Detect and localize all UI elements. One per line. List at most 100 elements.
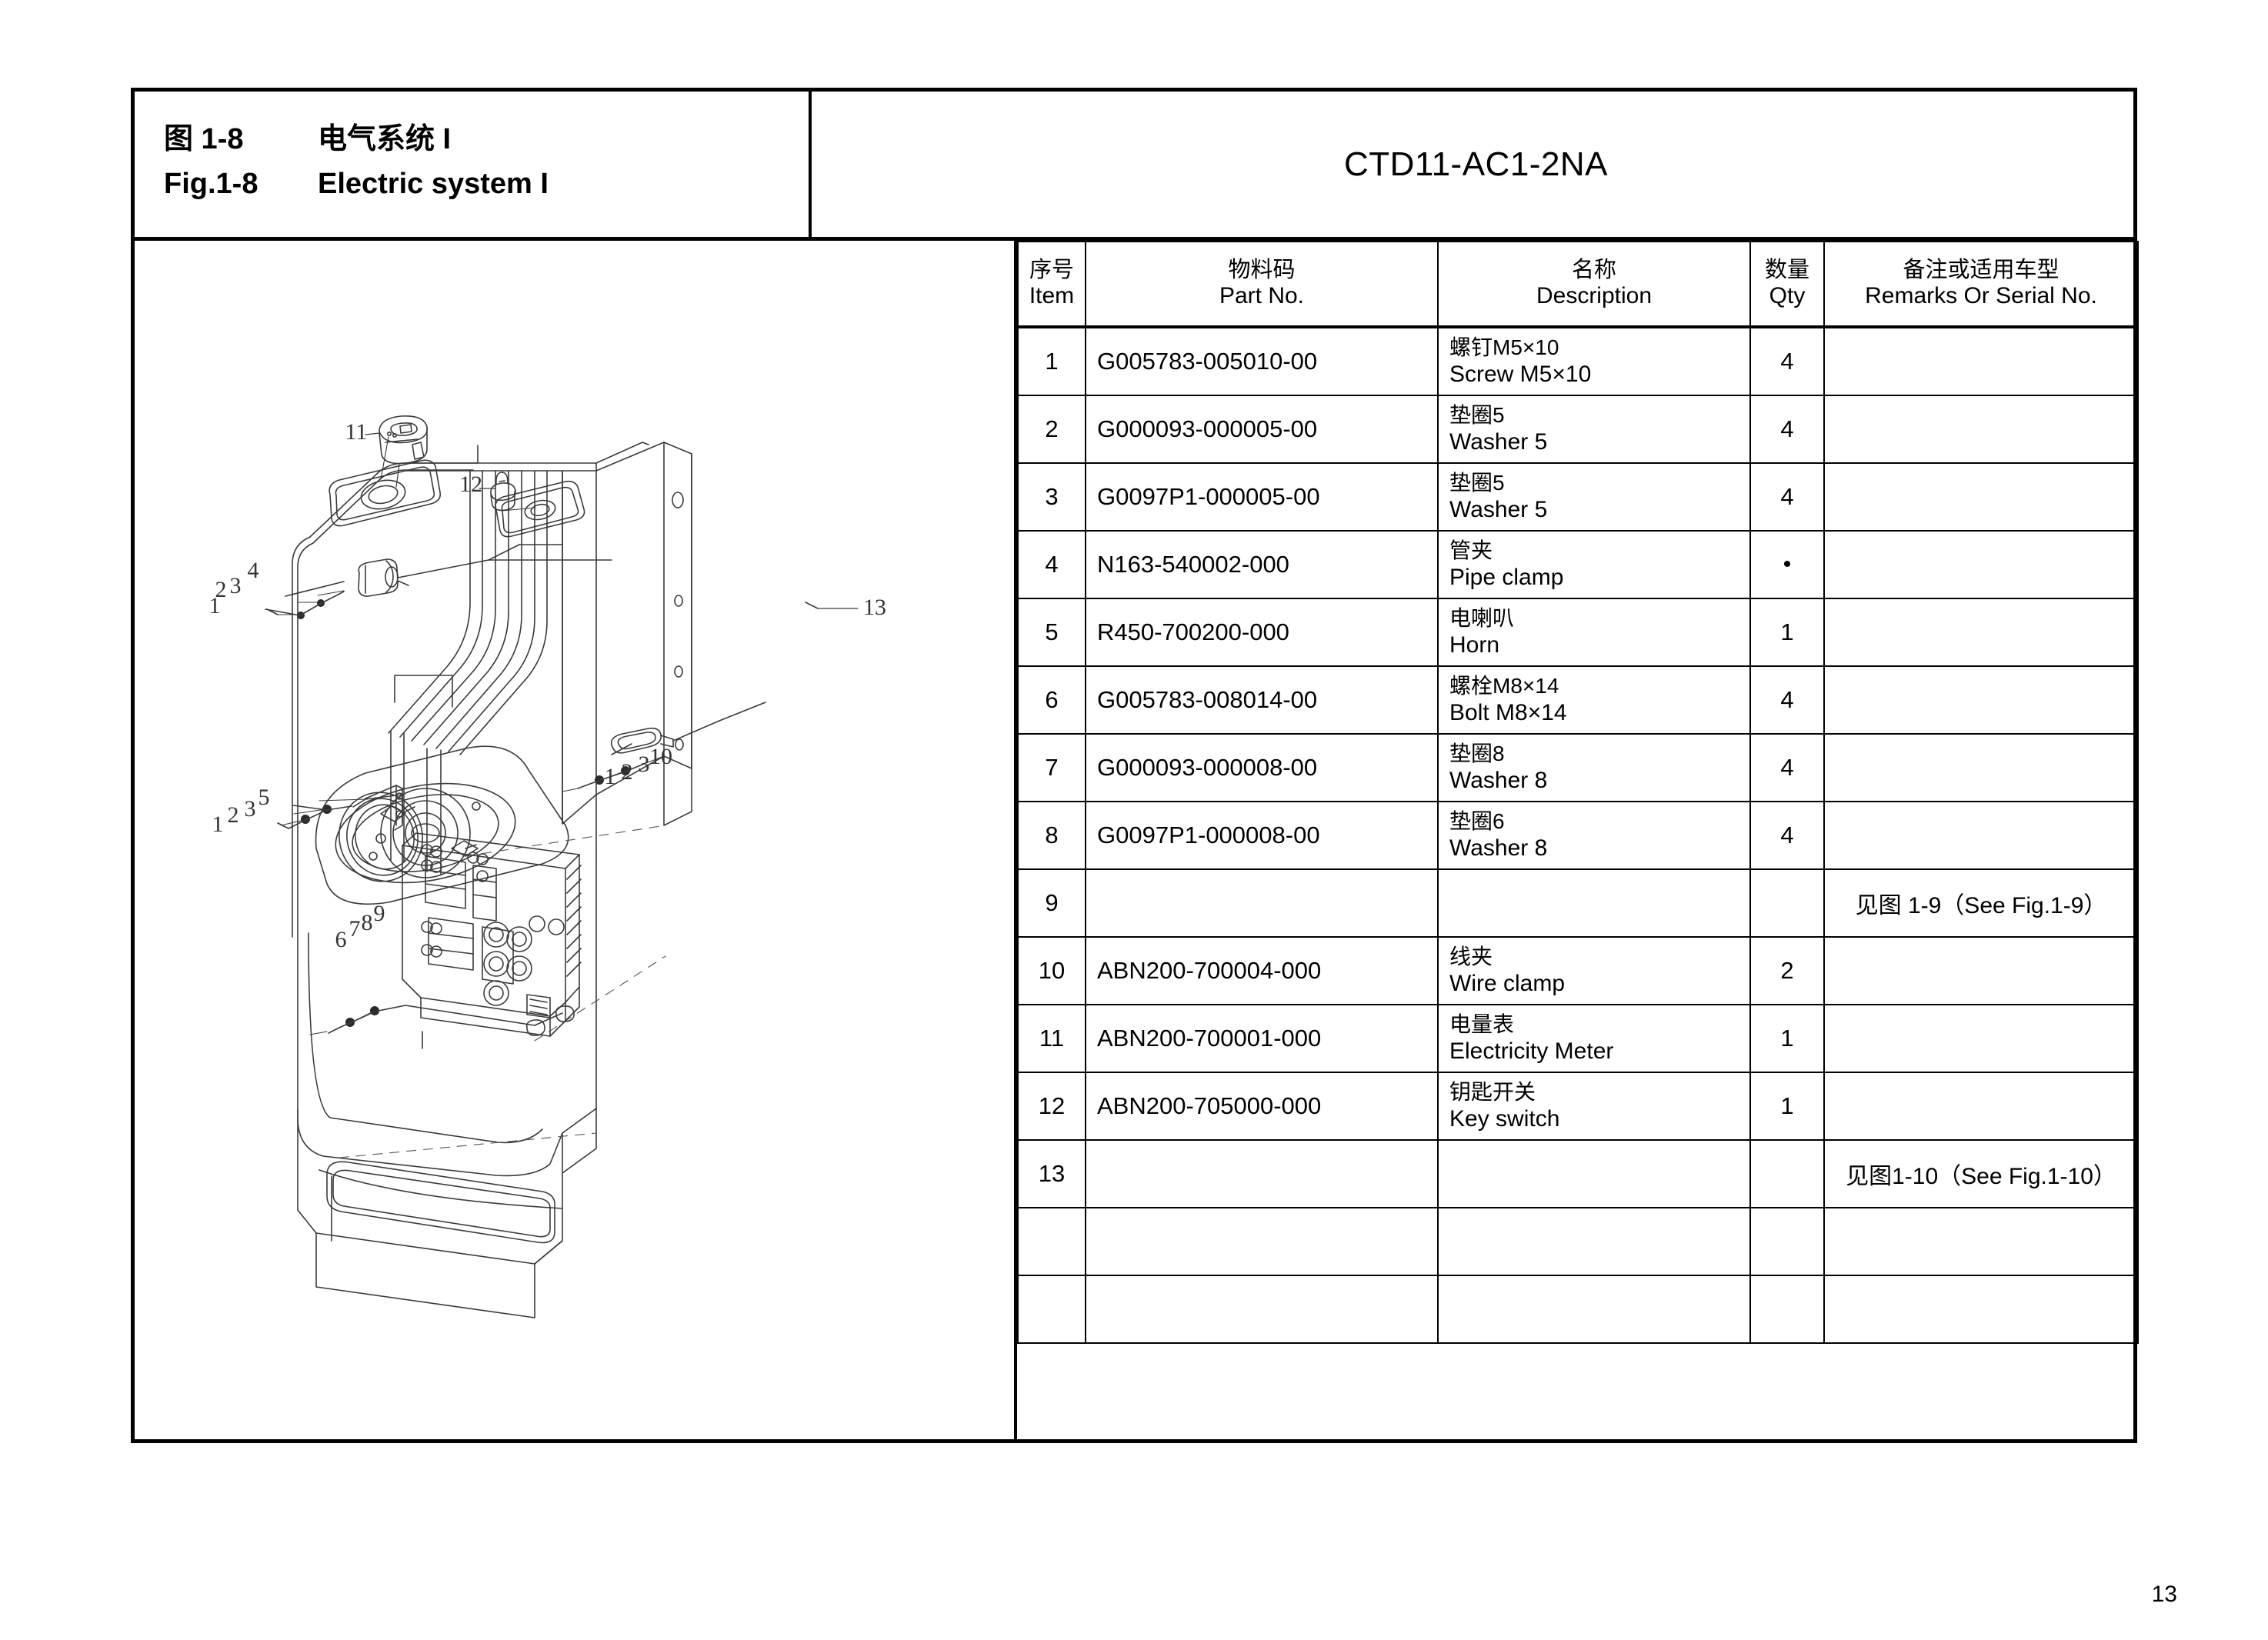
col-header-part-no: 物料码 Part No. — [1085, 241, 1439, 328]
svg-text:1: 1 — [212, 812, 224, 837]
cell-qty: 1 — [1749, 1072, 1825, 1141]
figure-number-en: Fig.1-8 — [164, 168, 258, 200]
cell-item: 4 — [1017, 530, 1086, 599]
cell-part-no: ABN200-700004-000 — [1085, 936, 1439, 1005]
cell-qty: 4 — [1749, 801, 1825, 870]
cell-qty — [1749, 1207, 1825, 1276]
cell-remarks: 见图1-10（See Fig.1-10） — [1823, 1139, 2139, 1208]
cell-item: 6 — [1017, 665, 1086, 735]
cell-part-no — [1085, 868, 1439, 938]
svg-text:13: 13 — [863, 595, 886, 620]
svg-text:2: 2 — [215, 577, 227, 602]
cell-item — [1017, 1275, 1086, 1344]
cell-description — [1437, 1139, 1751, 1208]
cell-item: 1 — [1017, 326, 1086, 396]
cell-part-no: ABN200-705000-000 — [1085, 1072, 1439, 1141]
model-number: CTD11-AC1-2NA — [1343, 145, 1609, 183]
figure-number-cn: 图 1-8 — [164, 123, 244, 155]
cell-remarks — [1823, 1275, 2139, 1344]
cell-remarks — [1823, 462, 2139, 532]
cell-qty: 1 — [1749, 1004, 1825, 1073]
cell-item: 13 — [1017, 1139, 1086, 1208]
col-header-desc-en: Description — [1536, 283, 1653, 309]
cell-remarks — [1823, 733, 2139, 802]
parts-table: 序号 Item 物料码 Part No. 名称 Descriptio — [1017, 241, 2139, 1344]
svg-text:1: 1 — [605, 764, 616, 789]
cell-item: 3 — [1017, 462, 1086, 532]
svg-text:9: 9 — [374, 901, 385, 926]
cell-part-no: G0097P1-000005-00 — [1085, 462, 1439, 532]
col-header-desc-cn: 名称 — [1571, 258, 1616, 283]
svg-text:3: 3 — [639, 752, 650, 777]
cell-part-no — [1085, 1275, 1439, 1344]
svg-text:11: 11 — [345, 419, 368, 445]
cell-qty — [1749, 1139, 1825, 1208]
svg-text:12: 12 — [459, 472, 482, 497]
cell-item — [1017, 1207, 1086, 1276]
cell-remarks — [1823, 665, 2139, 735]
model-block: CTD11-AC1-2NA — [815, 92, 2137, 237]
table-header-row: 序号 Item 物料码 Part No. 名称 Descriptio — [1017, 241, 2139, 328]
cell-qty — [1749, 868, 1825, 938]
page-number: 13 — [2151, 1582, 2177, 1607]
svg-text:10: 10 — [649, 744, 672, 769]
cell-part-no — [1085, 1139, 1439, 1208]
cell-remarks: 见图 1-9（See Fig.1-9） — [1823, 868, 2139, 938]
cell-qty: 4 — [1749, 395, 1825, 464]
table-row: 9 见图 1-9（See Fig.1-9） — [1017, 868, 2139, 938]
cell-qty: • — [1749, 530, 1825, 599]
cell-part-no: G005783-008014-00 — [1085, 665, 1439, 735]
cell-qty: 4 — [1749, 326, 1825, 396]
cell-part-no: G000093-000005-00 — [1085, 395, 1439, 464]
cell-remarks — [1823, 1004, 2139, 1073]
cell-item: 5 — [1017, 598, 1086, 667]
cell-item: 9 — [1017, 868, 1086, 938]
cell-part-no: N163-540002-000 — [1085, 530, 1439, 599]
cell-part-no: R450-700200-000 — [1085, 598, 1439, 667]
cell-item: 2 — [1017, 395, 1086, 464]
cell-item: 7 — [1017, 733, 1086, 802]
svg-text:2: 2 — [622, 759, 633, 785]
cell-item: 11 — [1017, 1004, 1086, 1073]
cell-remarks — [1823, 395, 2139, 464]
svg-text:8: 8 — [362, 910, 373, 935]
col-header-item-cn: 序号 — [1029, 258, 1074, 283]
figure-name-cn: 电气系统 I — [318, 123, 452, 155]
cell-remarks — [1823, 530, 2139, 599]
svg-text:1: 1 — [209, 593, 221, 618]
table-row — [1017, 1275, 2139, 1344]
col-header-item-en: Item — [1029, 283, 1075, 309]
cell-item: 8 — [1017, 801, 1086, 870]
svg-text:4: 4 — [248, 558, 259, 583]
cell-description — [1437, 868, 1751, 938]
svg-text:2: 2 — [228, 802, 239, 828]
col-header-remarks: 备注或适用车型 Remarks Or Serial No. — [1823, 241, 2139, 328]
cell-qty: 4 — [1749, 462, 1825, 532]
col-header-remarks-en: Remarks Or Serial No. — [1865, 283, 2097, 309]
svg-text:6: 6 — [335, 927, 347, 952]
cell-qty: 4 — [1749, 665, 1825, 735]
cell-description — [1437, 1207, 1751, 1276]
title-chinese: 图 1-8 电气系统 I — [164, 115, 809, 157]
col-header-part-cn: 物料码 — [1228, 258, 1296, 283]
parts-list-panel: 序号 Item 物料码 Part No. 名称 Descriptio — [1014, 241, 2139, 1443]
table-row — [1017, 1207, 2139, 1276]
cell-part-no: ABN200-700001-000 — [1085, 1004, 1439, 1073]
exploded-view-illustration: 11 12 13 4 3 2 1 10 3 2 1 5 3 2 1 9 8 7 … — [135, 241, 1010, 1443]
title-block: 图 1-8 电气系统 I Fig.1-8 Electric system I — [135, 92, 812, 237]
cell-remarks — [1823, 1207, 2139, 1276]
svg-text:3: 3 — [245, 796, 256, 822]
